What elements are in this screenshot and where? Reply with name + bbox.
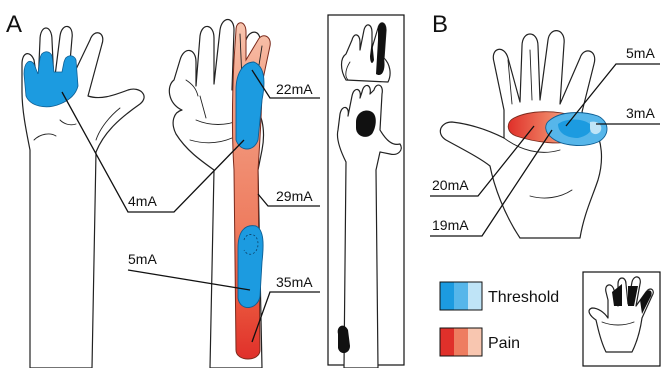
label-5ma-a: 5mA (128, 251, 157, 267)
b-inset-panel (583, 272, 660, 366)
legend-pain: Pain (440, 328, 520, 356)
panel-b-letter: B (432, 11, 448, 38)
legend-threshold-label: Threshold (488, 289, 559, 306)
label-29ma: 29mA (276, 188, 313, 204)
label-19ma-b: 19mA (432, 217, 469, 233)
label-3ma-b: 3mA (626, 105, 655, 121)
legend-threshold: Threshold (440, 282, 559, 310)
panel-a-letter: A (6, 11, 22, 38)
a-inset-panel (328, 15, 404, 368)
label-4ma: 4mA (128, 193, 157, 209)
label-5ma-b: 5mA (626, 45, 655, 61)
legend-pain-label: Pain (488, 335, 520, 352)
a2-threshold-lower (238, 226, 263, 308)
label-22ma: 22mA (276, 81, 313, 97)
label-20ma-b: 20mA (432, 177, 469, 193)
label-35ma: 35mA (276, 274, 313, 290)
